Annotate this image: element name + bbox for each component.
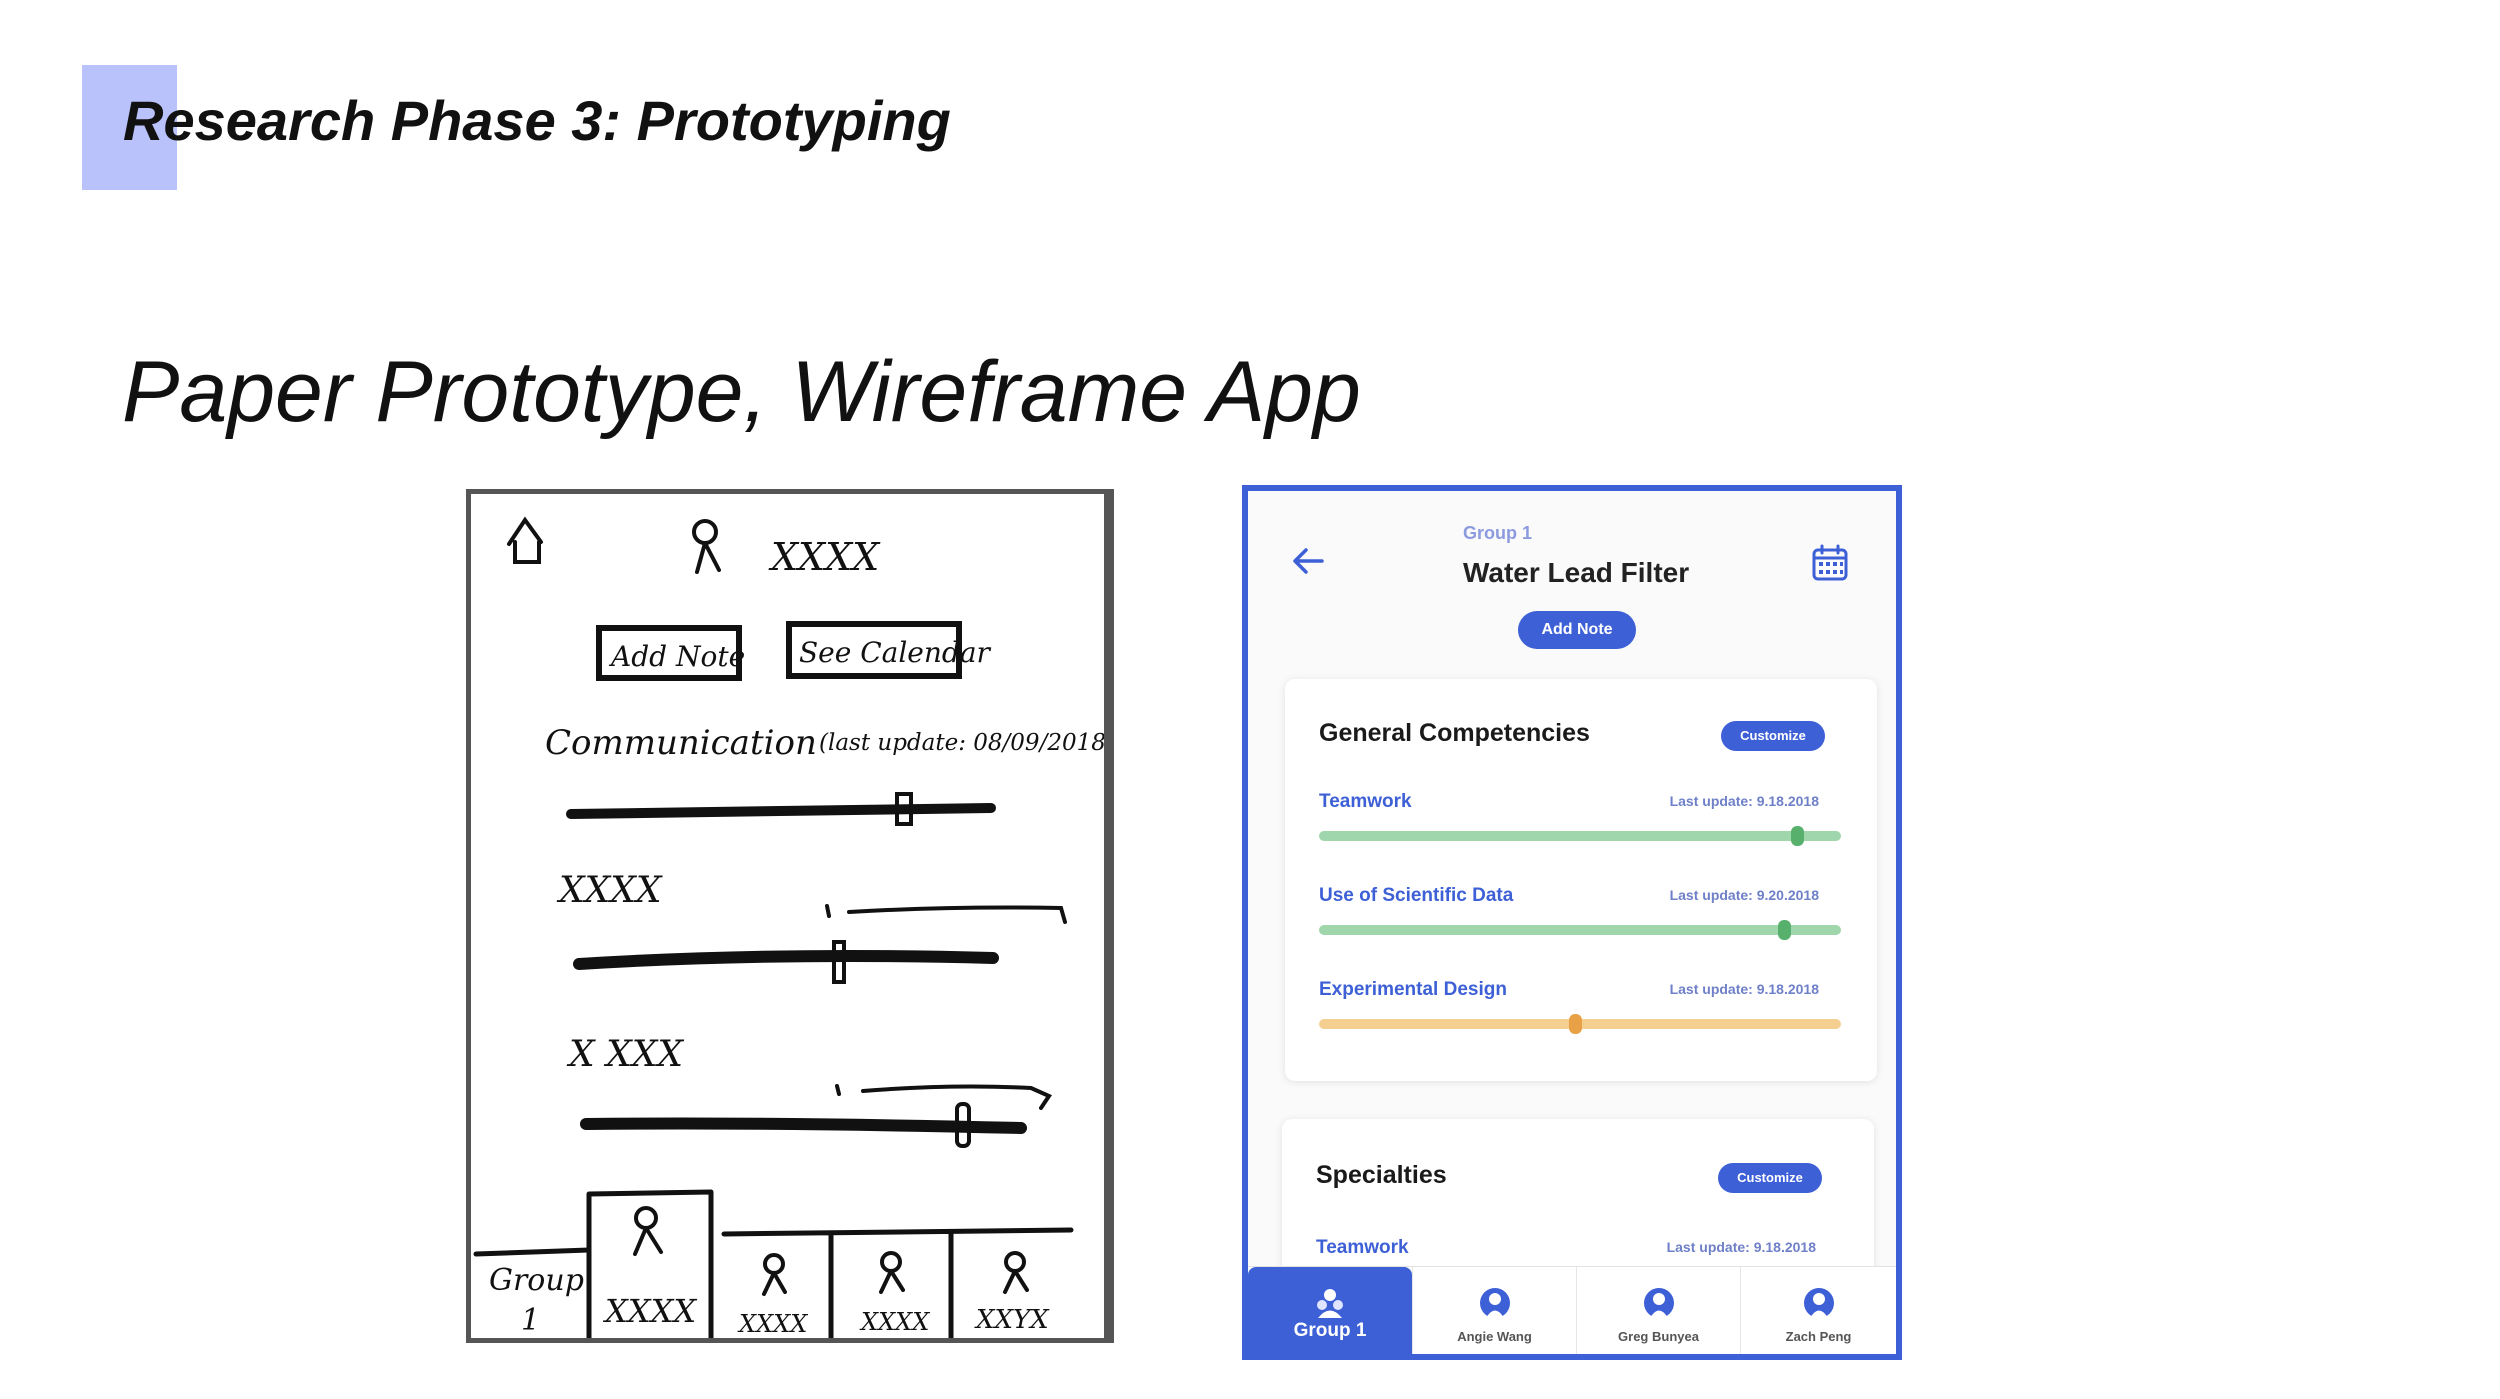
paper-prototype-sketch: XXXX Add Note See Calendar Communication… — [466, 489, 1114, 1343]
sketch-tab-group: Group — [489, 1263, 584, 1298]
tab-greg-bunyea[interactable]: Greg Bunyea — [1576, 1267, 1740, 1354]
person-icon — [692, 519, 718, 545]
tab-group-1[interactable]: Group 1 — [1248, 1267, 1412, 1354]
metric-last-update: Last update: 9.18.2018 — [1669, 981, 1819, 997]
sketch-drawing: XXXX Add Note See Calendar Communication… — [473, 516, 1111, 1338]
metric-name: Teamwork — [1319, 791, 1412, 812]
sketch-name-placeholder: XXXX — [768, 535, 881, 579]
tab-label: Angie Wang — [1457, 1329, 1532, 1344]
metric-last-update: Last update: 9.18.2018 — [1666, 1239, 1816, 1255]
sketch-slider-3 — [580, 1117, 1027, 1134]
metric-experimental-design: Experimental Design Last update: 9.18.20… — [1319, 979, 1841, 1049]
metric-name: Teamwork — [1316, 1237, 1409, 1258]
sketch-see-calendar-label: See Calendar — [799, 636, 992, 669]
phase-title: Research Phase 3: Prototyping — [123, 89, 951, 152]
sketch-add-note-button — [596, 625, 742, 681]
section-title: Paper Prototype, Wireframe App — [122, 344, 1361, 440]
group-label: Group 1 — [1463, 523, 1533, 543]
progress-track — [1319, 925, 1841, 935]
user-icon — [1479, 1288, 1510, 1318]
sketch-last-update: (last update: 08/09/2018) — [819, 730, 1111, 756]
sketch-add-note-label: Add Note — [608, 640, 745, 673]
tab-label: Zach Peng — [1785, 1329, 1852, 1344]
bottom-tab-bar: Group 1 Angie Wang Greg Bunyea — [1248, 1266, 1896, 1354]
user-icon — [1643, 1288, 1674, 1318]
sketch-see-calendar-button — [786, 621, 962, 679]
sketch-tab-group-num: 1 — [521, 1303, 540, 1338]
add-note-button[interactable]: Add Note — [1518, 611, 1636, 649]
metric-use-of-scientific-data: Use of Scientific Data Last update: 9.20… — [1319, 885, 1841, 955]
wireframe-app: Group 1 Water Lead Filter Add Note Gener… — [1242, 485, 1902, 1360]
accent-square — [82, 65, 177, 190]
metric-teamwork: Teamwork Last update: 9.18.2018 — [1319, 791, 1841, 861]
sketch-tab-name-3: XXXX — [859, 1308, 930, 1336]
customize-button[interactable]: Customize — [1721, 721, 1825, 751]
card-title: General Competencies — [1319, 719, 1590, 747]
app-title: Water Lead Filter — [1463, 557, 1690, 588]
slider-thumb[interactable] — [1568, 1014, 1582, 1034]
metric-name: Use of Scientific Data — [1319, 885, 1514, 906]
metric-name: Experimental Design — [1319, 979, 1507, 1000]
group-icon — [1317, 1289, 1343, 1318]
sketch-slider-2 — [573, 950, 999, 970]
tab-label: Group 1 — [1293, 1320, 1367, 1341]
sketch-tab-name-4: XXYX — [974, 1305, 1050, 1335]
slider-thumb[interactable] — [1790, 826, 1804, 846]
customize-button[interactable]: Customize — [1718, 1163, 1822, 1193]
sketch-section-label: Communication — [545, 723, 817, 763]
sketch-tab-name-1: XXXX — [602, 1292, 697, 1330]
back-arrow-icon[interactable] — [1288, 541, 1328, 581]
tab-zach-peng[interactable]: Zach Peng — [1740, 1267, 1896, 1354]
metric-last-update: Last update: 9.18.2018 — [1669, 793, 1819, 809]
user-icon — [1803, 1288, 1834, 1318]
metric-last-update: Last update: 9.20.2018 — [1669, 887, 1819, 903]
metric-teamwork: Teamwork Last update: 9.18.2018 — [1316, 1237, 1838, 1307]
home-icon — [507, 516, 543, 564]
sketch-tab-name-2: XXXX — [737, 1310, 808, 1338]
sketch-slider-1 — [566, 803, 996, 819]
slider-thumb[interactable] — [1777, 920, 1791, 940]
sketch-row2-label: XXXX — [556, 870, 663, 911]
general-competencies-card: General Competencies Customize Teamwork … — [1285, 679, 1877, 1081]
tab-label: Greg Bunyea — [1618, 1329, 1699, 1344]
card-title: Specialties — [1316, 1161, 1447, 1189]
tab-angie-wang[interactable]: Angie Wang — [1412, 1267, 1576, 1354]
sketch-row3-label: X XXX — [566, 1034, 684, 1075]
progress-track — [1319, 831, 1841, 841]
calendar-icon[interactable] — [1810, 543, 1850, 583]
